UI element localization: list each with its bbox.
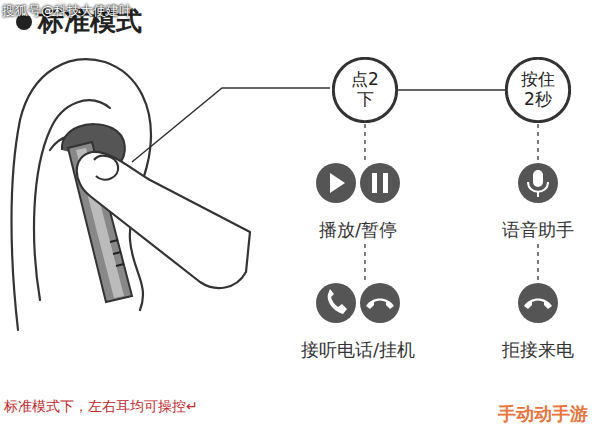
pause-icon <box>360 163 400 203</box>
mic-icon <box>518 163 558 203</box>
circle-node: 按住 2秒 <box>505 57 571 123</box>
watermark: 搜狐号@科技大使建叶 <box>2 2 132 20</box>
reject-icon <box>518 283 558 323</box>
connector <box>398 90 505 91</box>
answer-icon <box>316 283 356 323</box>
node-text: 点2下 <box>344 70 386 109</box>
leader-line <box>132 88 330 162</box>
circle-node: 点2下 <box>332 57 398 123</box>
function-label: 接听电话/挂机 <box>301 338 415 362</box>
function-label: 语音助手 <box>502 218 574 242</box>
hangup-icon <box>360 283 400 323</box>
function-label: 播放/暂停 <box>319 218 397 242</box>
watermark: 手动动手游 <box>498 402 588 426</box>
play-icon <box>316 163 356 203</box>
dashed-guides <box>365 124 538 282</box>
function-label: 拒接来电 <box>502 338 574 362</box>
node-text: 按住 2秒 <box>517 70 559 109</box>
note: 标准模式下，左右耳均可操控↵ <box>4 398 198 416</box>
finger <box>77 152 250 288</box>
